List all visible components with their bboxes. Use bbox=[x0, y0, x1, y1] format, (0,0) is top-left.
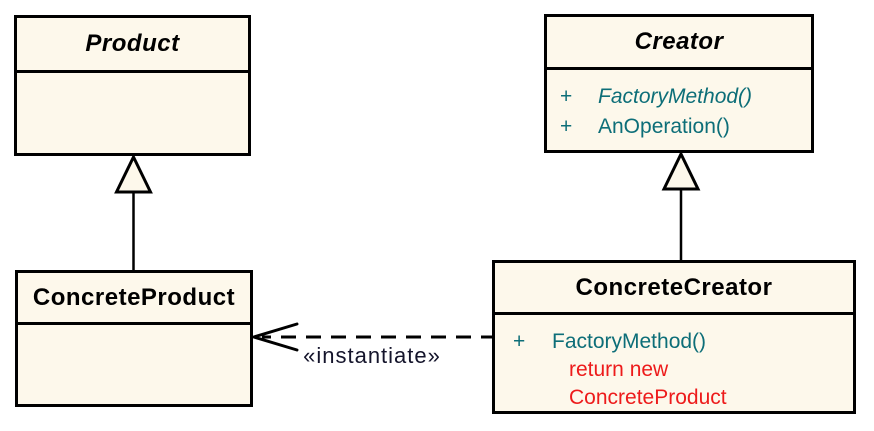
method-creator-anoperation: + AnOperation() bbox=[560, 112, 811, 142]
annotation-return-new: return new bbox=[569, 358, 669, 381]
method-concretecreator-factorymethod: + FactoryMethod() bbox=[513, 328, 853, 356]
visibility-plus: + bbox=[560, 115, 573, 138]
members-compartment-creator: + FactoryMethod() + AnOperation() bbox=[547, 70, 811, 142]
annotation-concrete-product: ConcreteProduct bbox=[569, 386, 727, 409]
class-name-concrete-product: ConcreteProduct bbox=[18, 273, 250, 325]
members-compartment-concrete-creator: + FactoryMethod() return new ConcreteProd… bbox=[495, 315, 853, 412]
class-name-creator: Creator bbox=[547, 17, 811, 70]
method-signature: FactoryMethod() bbox=[552, 330, 707, 353]
visibility-plus: + bbox=[560, 85, 573, 108]
class-box-product: Product bbox=[14, 15, 251, 156]
generalization-arrow-concretecreator-to-creator bbox=[661, 150, 701, 261]
class-box-concrete-creator: ConcreteCreator + FactoryMethod() return … bbox=[492, 260, 856, 414]
class-box-creator: Creator + FactoryMethod() + AnOperation() bbox=[544, 14, 814, 153]
class-name-product: Product bbox=[17, 18, 248, 73]
generalization-arrow-concreteproduct-to-product bbox=[114, 153, 153, 271]
class-box-concrete-product: ConcreteProduct bbox=[15, 270, 253, 407]
method-signature: FactoryMethod() bbox=[598, 85, 753, 108]
class-name-concrete-creator: ConcreteCreator bbox=[495, 263, 853, 315]
dependency-arrow-instantiate bbox=[248, 322, 496, 352]
method-creator-factorymethod: + FactoryMethod() bbox=[560, 82, 811, 112]
instantiate-label: «instantiate» bbox=[303, 343, 441, 368]
visibility-plus: + bbox=[513, 330, 526, 353]
method-signature: AnOperation() bbox=[598, 115, 730, 138]
